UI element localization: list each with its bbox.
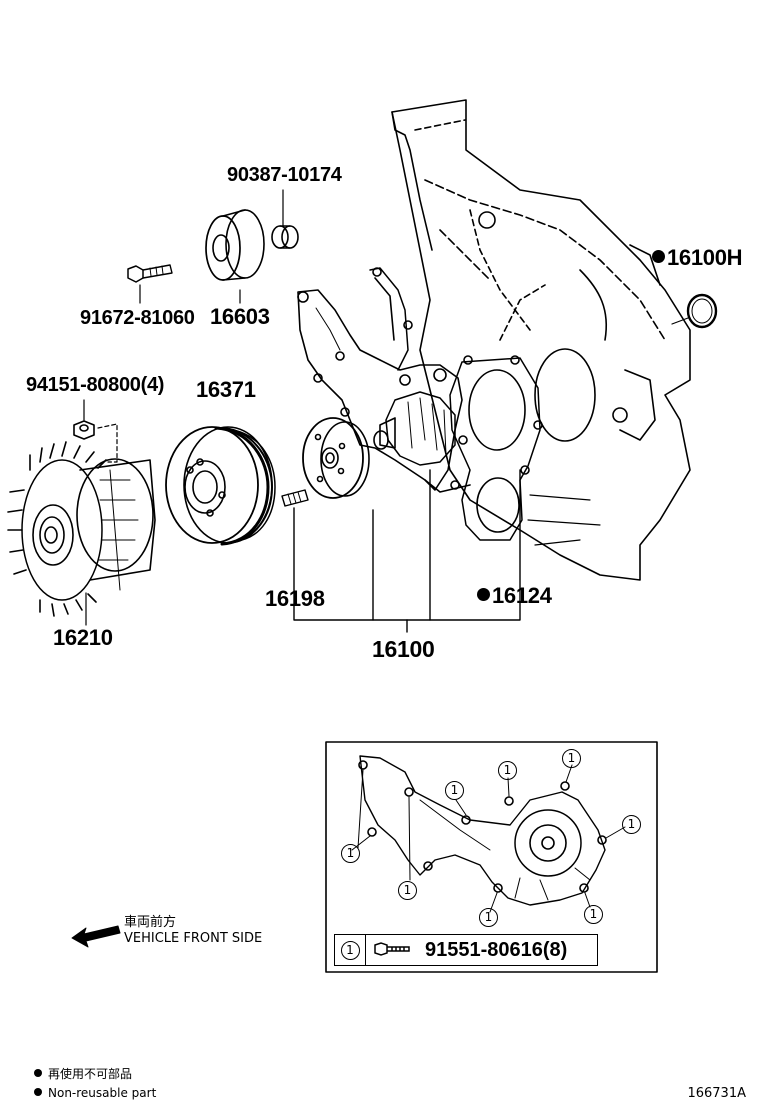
note-non-reusable-jp: 再使用不可部品 <box>34 1068 132 1080</box>
part-number-94151: 94151-80800(4) <box>26 374 165 396</box>
legend-marker-cell: 1 <box>335 935 366 965</box>
front-side-label-jp: 車両前方 <box>124 915 177 930</box>
bolt-marker-1h: 1 <box>584 905 603 924</box>
bolt-drawing <box>127 264 173 304</box>
o-ring-drawing <box>686 293 718 329</box>
note-en-text: Non-reusable part <box>48 1086 157 1100</box>
part-number-91672: 91672-81060 <box>80 307 195 329</box>
bolt-marker-1g: 1 <box>479 908 498 927</box>
spacer-drawing <box>271 189 299 249</box>
small-bolt-icon <box>374 942 410 956</box>
bolt-marker-1e: 1 <box>341 844 360 863</box>
part-16100-bracket <box>293 469 521 633</box>
bullet-dot-icon <box>34 1088 42 1096</box>
timing-cover-drawing <box>391 99 691 581</box>
detail-legend: 1 91551-80616(8) <box>334 934 598 966</box>
fan-clutch-drawing <box>7 441 156 626</box>
bolt-marker-1b: 1 <box>498 761 517 780</box>
bolt-marker-1c: 1 <box>562 749 581 768</box>
water-pump-drawing <box>297 267 471 493</box>
gasket-drawing <box>449 355 543 541</box>
part-number-16100h: 16100H <box>652 245 743 270</box>
stud-drawing <box>281 489 309 507</box>
nut-drawing <box>73 399 118 463</box>
part-number-16198: 16198 <box>265 586 325 611</box>
note-non-reusable-en: Non-reusable part <box>34 1087 156 1099</box>
bolt-marker-1d: 1 <box>622 815 641 834</box>
idler-pulley-drawing <box>205 209 265 304</box>
note-jp-text: 再使用不可部品 <box>48 1067 133 1081</box>
part-number-16124: 16124 <box>477 585 552 607</box>
pump-hub-drawing <box>302 417 370 499</box>
front-side-label-en: VEHICLE FRONT SIDE <box>124 931 263 946</box>
part-number-16100: 16100 <box>372 636 435 662</box>
part-number-16371: 16371 <box>196 377 256 402</box>
front-side-label: 車両前方 VEHICLE FRONT SIDE <box>124 915 262 947</box>
non-reusable-dot-icon <box>652 250 665 263</box>
bullet-dot-icon <box>34 1069 42 1077</box>
non-reusable-dot-icon <box>477 588 490 601</box>
part-number-16210: 16210 <box>53 625 113 650</box>
pulley-drawing <box>165 426 276 546</box>
part-number-16603: 16603 <box>210 304 270 329</box>
part-number-16124-text: 16124 <box>492 583 552 608</box>
bolt-marker-1a: 1 <box>445 781 464 800</box>
detail-box <box>325 741 658 973</box>
front-direction-arrow <box>71 925 121 948</box>
legend-marker: 1 <box>340 940 360 960</box>
part-number-90387: 90387-10174 <box>227 164 342 186</box>
part-number-16100h-text: 16100H <box>667 245 743 270</box>
figure-reference: 166731A <box>687 1086 746 1101</box>
bolt-marker-1f: 1 <box>398 881 417 900</box>
legend-part-number: 91551-80616(8) <box>425 939 568 961</box>
